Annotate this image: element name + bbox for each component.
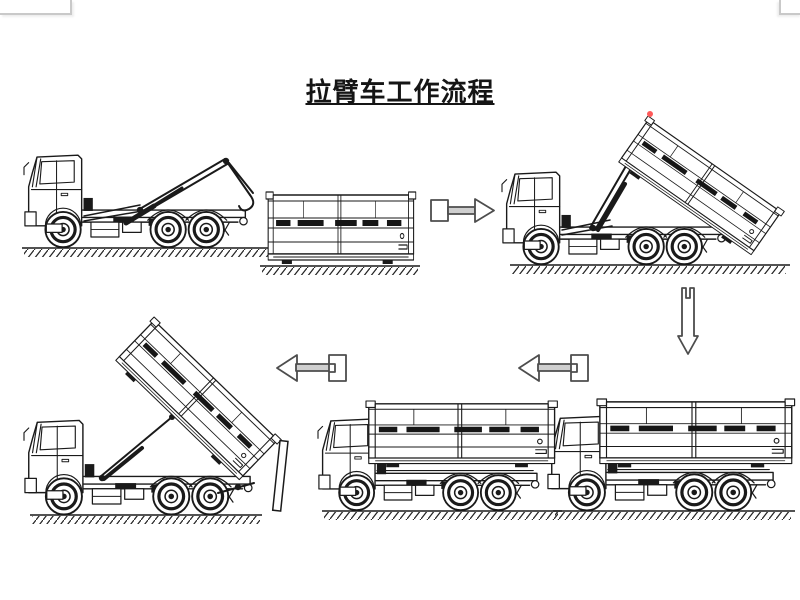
container-icon (112, 317, 282, 484)
container-icon (366, 401, 557, 467)
marker-dot (647, 111, 653, 117)
flow-arrow-left-icon (518, 354, 589, 382)
page-frame-corner-right (779, 0, 800, 15)
stage-truck-dumping (22, 295, 289, 524)
flow-arrow-right-icon (430, 198, 495, 223)
container-icon (597, 399, 795, 467)
flow-arrow-down-icon (677, 287, 699, 355)
stage-truck-container-loaded (545, 384, 800, 520)
container-rear-door-icon (271, 439, 289, 512)
container-icon (266, 192, 416, 264)
hook-arm-icon (83, 157, 255, 226)
stage-truck-arm-extended (22, 142, 420, 275)
diagram-title: 拉臂车工作流程 (305, 77, 495, 107)
truck-icon (24, 155, 247, 247)
stage-truck-loading-tilted-container (498, 111, 790, 274)
stage-truck-container-loaded (316, 384, 562, 520)
page-frame-corner-left (0, 0, 72, 15)
